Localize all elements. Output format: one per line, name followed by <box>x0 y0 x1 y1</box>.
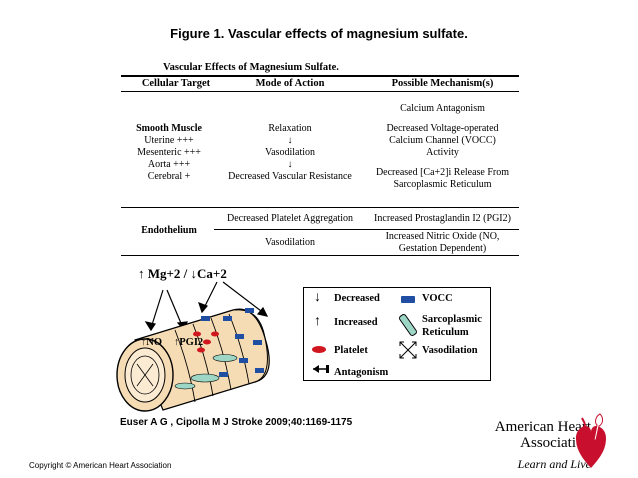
down-arrow-icon: ↓ <box>287 135 293 146</box>
down-arrow-icon: ↓ <box>287 159 293 170</box>
pgi-label: ↑PGI2 <box>174 337 204 348</box>
mech-no-2: Gestation Dependent) <box>398 243 487 254</box>
header-mode-of-action: Mode of Action <box>255 78 325 89</box>
header-rule <box>121 91 519 92</box>
mech-sr-2: Sarcoplasmic Reticulum <box>393 179 492 190</box>
legend-platelet: Platelet <box>334 345 368 356</box>
legend-sarcoplasmic: Sarcoplasmic Reticulum <box>422 313 482 339</box>
copyright: Copyright © American Heart Association <box>29 461 172 470</box>
sarcoplasmic-reticulum-icon <box>174 354 238 390</box>
legend-box <box>303 287 491 381</box>
vessel-diagram <box>116 281 270 412</box>
mech-prostaglandin: Increased Prostaglandin I2 (PGI2) <box>374 213 511 224</box>
row-rule <box>121 207 519 208</box>
no-label: ↑NO <box>141 337 162 348</box>
endothelium-mid-rule <box>214 229 519 230</box>
smooth-muscle-title: Smooth Muscle <box>136 123 202 134</box>
table-title: Vascular Effects of Magnesium Sulfate. <box>163 62 339 73</box>
legend-antagonism: Antagonism <box>334 367 389 378</box>
logo-line2: Association <box>520 435 591 451</box>
logo-tagline: Learn and Live <box>517 457 591 471</box>
vasodilation-icon <box>399 341 417 359</box>
smooth-muscle-cell: Smooth Muscle Uterine +++ Mesenteric +++… <box>121 123 217 183</box>
action-decreased-resistance: Decreased Vascular Resistance <box>228 171 352 182</box>
endothelium-title: Endothelium <box>141 225 197 236</box>
table-bottom-rule <box>121 255 519 256</box>
legend-sr-line1: Sarcoplasmic <box>422 314 482 325</box>
antagonism-icon <box>313 365 329 373</box>
citation: Euser A G , Cipolla M J Stroke 2009;40:1… <box>120 417 353 428</box>
mech-nitric-oxide: Increased Nitric Oxide (NO, Gestation De… <box>365 231 520 255</box>
target-aorta: Aorta +++ <box>147 159 191 170</box>
action-vasodilation-endo: Vasodilation <box>265 237 315 248</box>
aha-logo-text: American Heart Association Learn and Liv… <box>476 420 591 472</box>
arrowhead-icon <box>144 321 156 332</box>
arrow-line <box>150 289 164 329</box>
vocc-icon <box>401 296 415 303</box>
target-cerebral: Cerebral + <box>147 171 191 182</box>
table-top-rule <box>121 75 519 77</box>
figure-title: Figure 1. Vascular effects of magnesium … <box>170 26 468 41</box>
mech-vocc-1: Decreased Voltage-operated <box>386 123 499 134</box>
mech-vocc-3: Activity <box>426 147 459 158</box>
up-arrow-icon: ↑ <box>314 314 321 329</box>
mech-vocc-2: Calcium Channel (VOCC) <box>389 135 496 146</box>
down-arrow-icon: ↓ <box>314 290 321 305</box>
platelet-icon <box>312 346 326 353</box>
action-relaxation: Relaxation <box>268 123 312 134</box>
action-decreased-platelet: Decreased Platelet Aggregation <box>226 213 354 224</box>
legend-sr-line2: Reticulum <box>422 327 469 338</box>
action-vasodilation: Vasodilation <box>265 147 315 158</box>
mech-sr-1: Decreased [Ca+2]i Release From <box>375 167 510 178</box>
legend-vasodilation: Vasodilation <box>422 345 478 356</box>
legend-decreased: Decreased <box>334 293 380 304</box>
smooth-muscle-actions: Relaxation ↓ Vasodilation ↓ Decreased Va… <box>210 123 370 183</box>
platelet-icon <box>193 331 219 353</box>
vocc-icon <box>201 308 264 377</box>
logo-line1: American Heart <box>494 419 591 435</box>
legend-increased: Increased <box>334 317 378 328</box>
mech-calcium-antagonism: Calcium Antagonism <box>400 103 485 114</box>
vasodilation-icon <box>136 363 154 387</box>
legend-vocc: VOCC <box>422 293 453 304</box>
smooth-muscle-mechanisms: Calcium Antagonism Decreased Voltage-ope… <box>365 103 520 191</box>
mg-ca-label: ↑ Mg+2 / ↓Ca+2 <box>138 266 227 281</box>
header-possible-mechanism: Possible Mechanism(s) <box>391 78 494 89</box>
target-mesenteric: Mesenteric +++ <box>137 147 201 158</box>
mech-no-1: Increased Nitric Oxide (NO, <box>385 231 500 242</box>
heart-torch-logo-icon <box>576 413 606 468</box>
header-cellular-target: Cellular Target <box>141 78 211 89</box>
target-uterine: Uterine +++ <box>144 135 194 146</box>
